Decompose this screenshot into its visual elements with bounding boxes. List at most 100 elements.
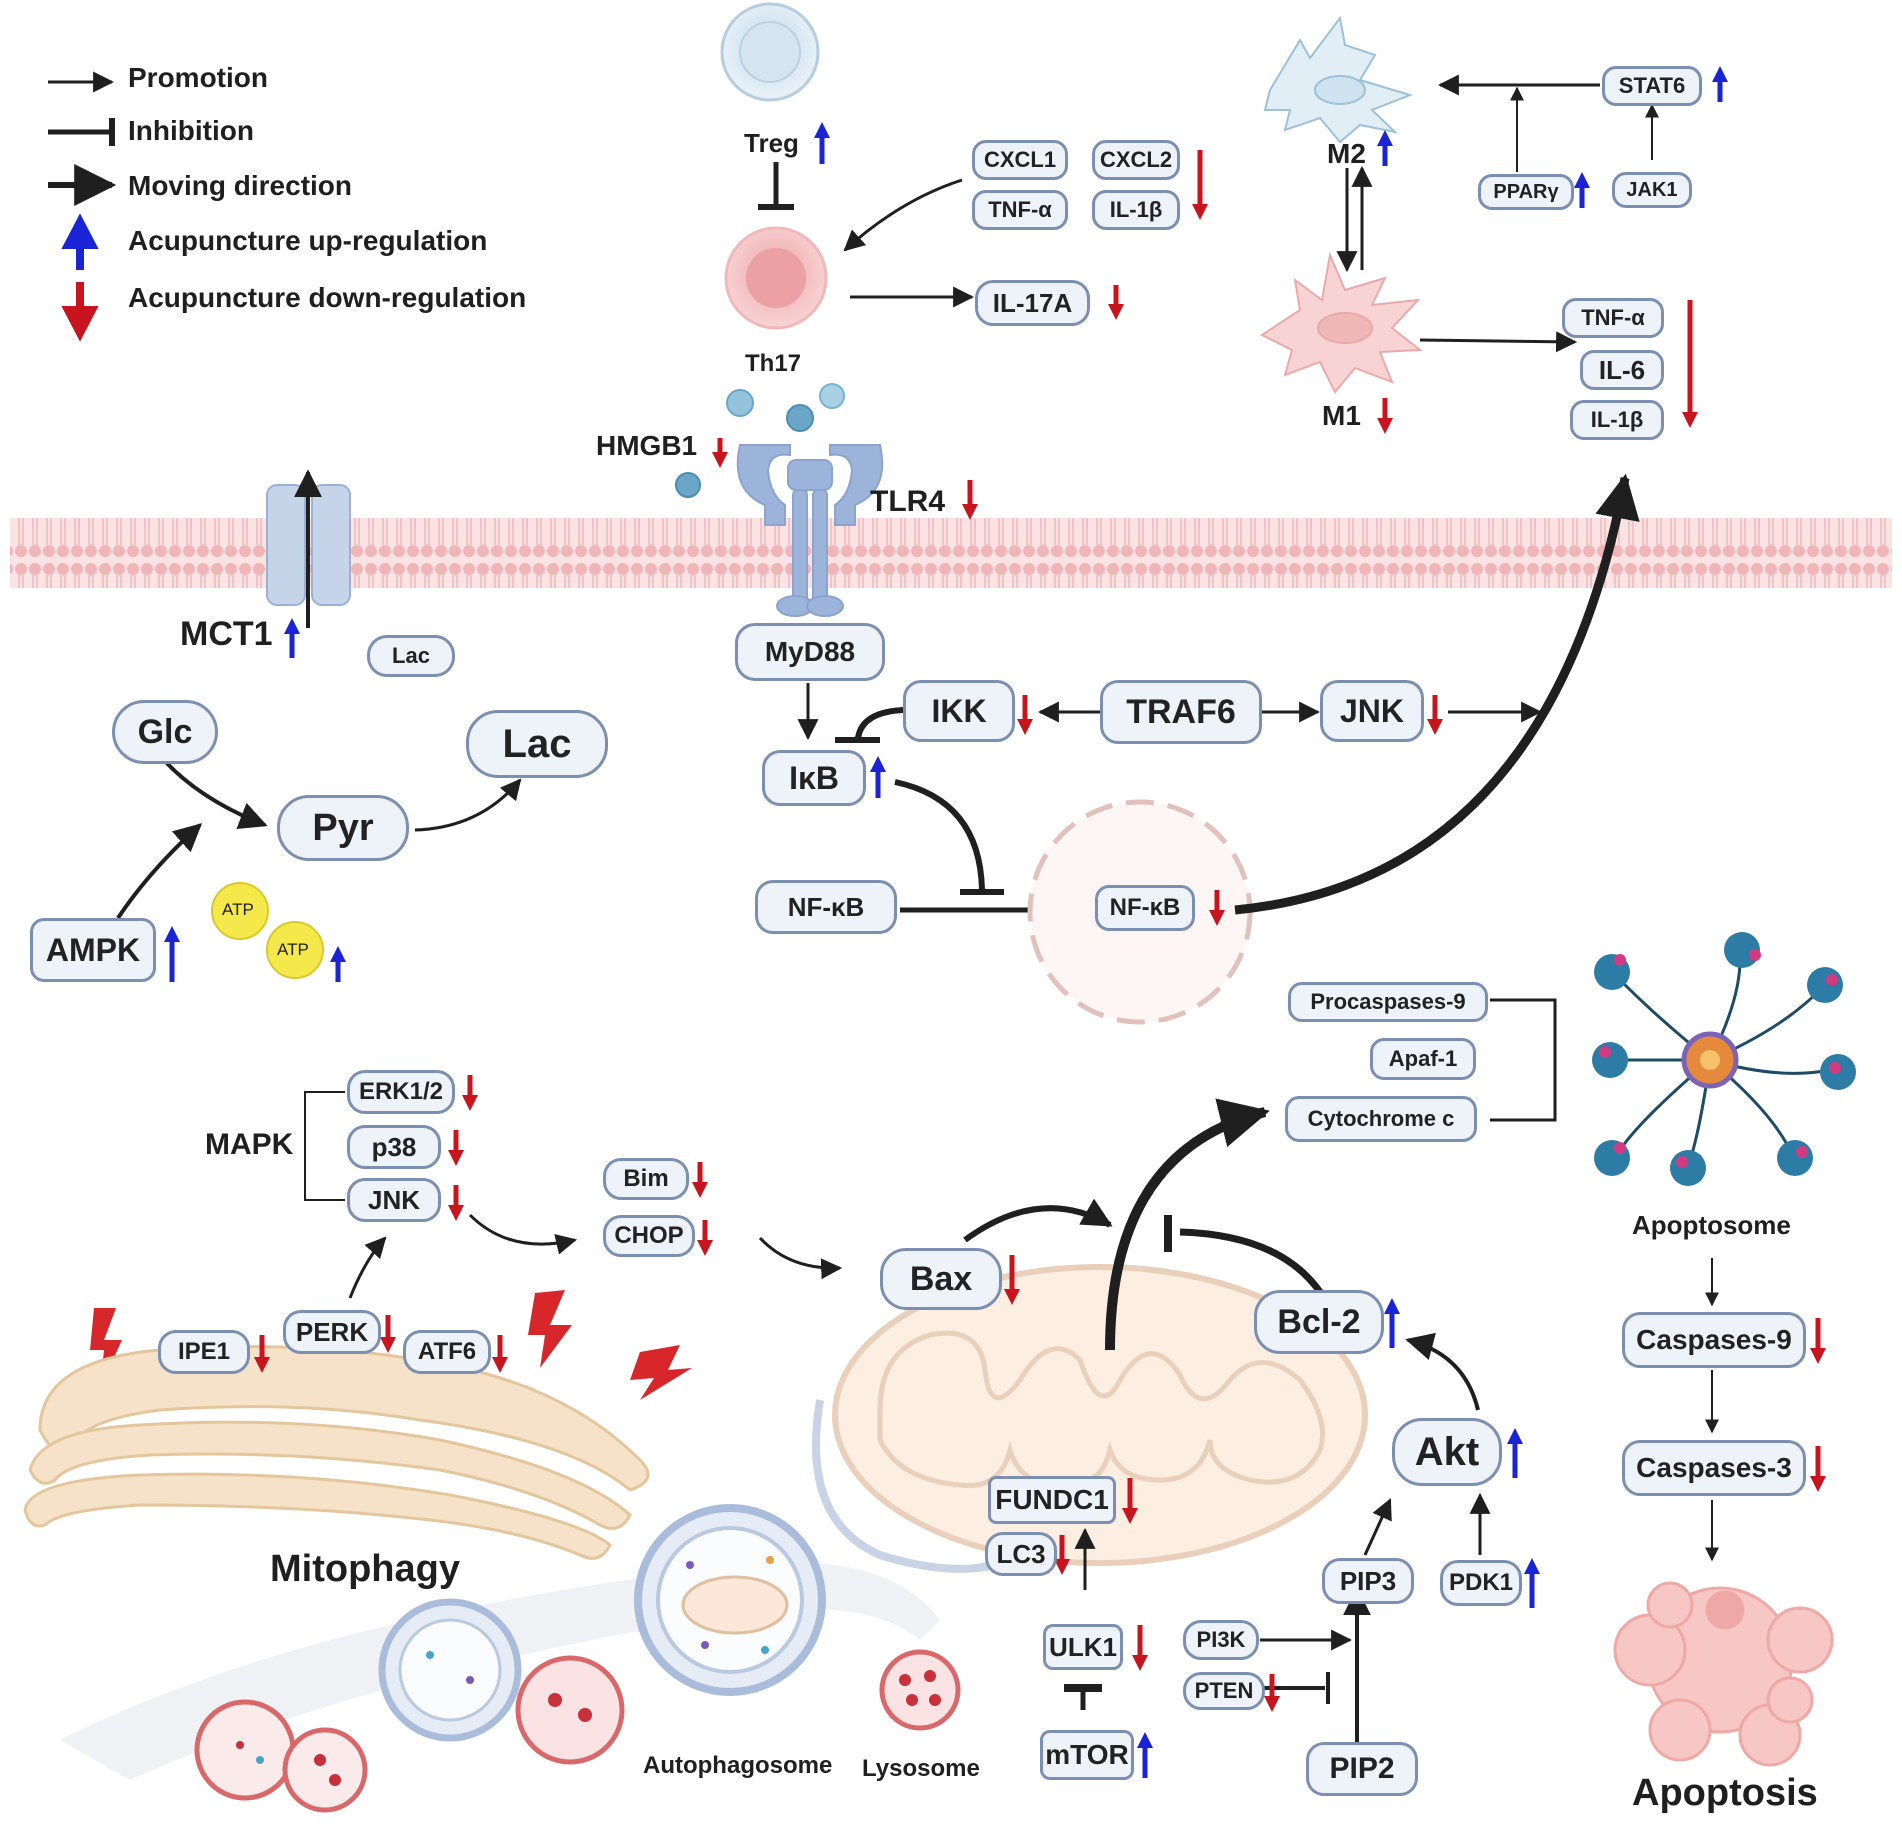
lc3-node: LC3 bbox=[985, 1532, 1057, 1576]
cxcl1-node: CXCL1 bbox=[972, 140, 1068, 180]
lac-node: Lac bbox=[466, 710, 608, 778]
ipe1-node: IPE1 bbox=[158, 1330, 250, 1374]
erk-node: ERK1/2 bbox=[347, 1070, 455, 1114]
pten-node: PTEN bbox=[1183, 1672, 1265, 1710]
ampk-up-arrow bbox=[164, 926, 180, 982]
ppar-gamma-node: PPARγ bbox=[1478, 174, 1574, 210]
ulk1-node: ULK1 bbox=[1043, 1624, 1123, 1670]
stress-bolts bbox=[90, 1290, 692, 1400]
m1-label: M1 bbox=[1322, 400, 1361, 431]
p38-down-arrow bbox=[448, 1130, 464, 1166]
pip2-node: PIP2 bbox=[1306, 1742, 1418, 1796]
atf6-node: ATF6 bbox=[403, 1330, 491, 1374]
bcl2-up-arrow bbox=[1384, 1298, 1400, 1348]
stat6-up-arrow bbox=[1712, 66, 1728, 102]
tlr4-label: TLR4 bbox=[870, 485, 945, 518]
m2-label: M2 bbox=[1327, 138, 1366, 169]
bim-down-arrow bbox=[692, 1162, 708, 1198]
tlr4-receptor bbox=[736, 444, 884, 617]
p38-node: p38 bbox=[347, 1125, 441, 1169]
mtor-up-arrow bbox=[1137, 1732, 1153, 1778]
m1-tnf-alpha-node: TNF-α bbox=[1562, 298, 1664, 338]
chop-node: CHOP bbox=[603, 1215, 695, 1257]
tnf-alpha-node: TNF-α bbox=[972, 190, 1068, 230]
erk-down-arrow bbox=[462, 1075, 478, 1111]
bax-down-arrow bbox=[1004, 1255, 1020, 1305]
mitophagy-label: Mitophagy bbox=[270, 1548, 460, 1590]
legend-up-regulation: Acupuncture up-regulation bbox=[128, 225, 488, 256]
akt-up-arrow bbox=[1507, 1428, 1523, 1478]
pip3-node: PIP3 bbox=[1322, 1558, 1414, 1604]
il6-node: IL-6 bbox=[1580, 350, 1664, 390]
legend-inhibition: Inhibition bbox=[128, 115, 254, 146]
m1-down-arrow bbox=[1377, 398, 1393, 434]
jak1-node: JAK1 bbox=[1612, 172, 1692, 208]
stat6-node: STAT6 bbox=[1602, 66, 1702, 106]
autolysosome-mid bbox=[378, 1598, 625, 1765]
casp3-down-arrow bbox=[1810, 1446, 1826, 1492]
autophagosome bbox=[634, 1504, 826, 1696]
bim-node: Bim bbox=[603, 1158, 689, 1200]
bax-node: Bax bbox=[880, 1248, 1002, 1310]
mtor-node: mTOR bbox=[1040, 1730, 1134, 1780]
autophagosome-label: Autophagosome bbox=[643, 1752, 833, 1779]
jnk-down-arrow bbox=[1427, 695, 1443, 735]
m2-macrophage bbox=[1263, 15, 1414, 144]
m1-il1b-node: IL-1β bbox=[1570, 400, 1664, 440]
ikk-down-arrow bbox=[1017, 695, 1033, 735]
cxcl2-node: CXCL2 bbox=[1092, 140, 1180, 180]
jnk-node: JNK bbox=[1320, 680, 1424, 742]
er-jnk-node: JNK bbox=[347, 1178, 441, 1222]
nfkb-node: NF-κB bbox=[755, 880, 897, 934]
atp-up-arrow bbox=[330, 946, 346, 982]
legend-down-regulation: Acupuncture down-regulation bbox=[128, 282, 527, 313]
glc-node: Glc bbox=[112, 700, 218, 764]
ikb-up-arrow bbox=[870, 756, 886, 798]
myd88-node: MyD88 bbox=[735, 623, 885, 681]
caspase9-node: Caspases-9 bbox=[1622, 1312, 1806, 1368]
bcl2-node: Bcl-2 bbox=[1254, 1290, 1384, 1354]
chop-down-arrow bbox=[697, 1220, 713, 1256]
ikk-node: IKK bbox=[903, 680, 1015, 742]
ampk-node: AMPK bbox=[30, 918, 156, 982]
il17a-down-arrow bbox=[1108, 285, 1124, 320]
treg-cell bbox=[720, 2, 820, 102]
pi3k-node: PI3K bbox=[1183, 1620, 1259, 1660]
endoplasmic-reticulum bbox=[23, 1345, 650, 1560]
cytochrome-c-node: Cytochrome c bbox=[1285, 1096, 1477, 1142]
atf6-down-arrow bbox=[492, 1335, 508, 1373]
legend-promotion: Promotion bbox=[128, 62, 268, 93]
mct1-transporter bbox=[266, 469, 351, 628]
apoptosome-label: Apoptosome bbox=[1632, 1210, 1791, 1240]
caspase3-node: Caspases-3 bbox=[1622, 1440, 1806, 1496]
mct1-label: MCT1 bbox=[180, 615, 273, 653]
atp-label-2: ATP bbox=[277, 940, 309, 959]
er-jnk-down-arrow bbox=[448, 1185, 464, 1221]
treg-label: Treg bbox=[744, 128, 799, 158]
il1b-node: IL-1β bbox=[1092, 190, 1180, 230]
lac-small-node: Lac bbox=[367, 635, 455, 677]
legend-graphics bbox=[48, 71, 117, 342]
th17-cell bbox=[724, 226, 828, 330]
apoptosis-label: Apoptosis bbox=[1632, 1772, 1818, 1814]
il17a-node: IL-17A bbox=[975, 280, 1090, 326]
ipe1-down-arrow bbox=[254, 1335, 270, 1373]
m1-cytokine-down-arrow bbox=[1682, 300, 1698, 428]
perk-node: PERK bbox=[283, 1310, 381, 1354]
m2-up-arrow bbox=[1377, 130, 1393, 166]
apaf1-node: Apaf-1 bbox=[1370, 1038, 1476, 1080]
casp9-down-arrow bbox=[1810, 1318, 1826, 1364]
lc3-down-arrow bbox=[1054, 1535, 1070, 1575]
cxcl-down-arrow bbox=[1192, 150, 1208, 220]
pten-down-arrow bbox=[1264, 1674, 1280, 1712]
hmgb1-label: HMGB1 bbox=[596, 430, 698, 461]
apoptotic-cell bbox=[1613, 1581, 1834, 1767]
procaspase9-node: Procaspases-9 bbox=[1288, 982, 1488, 1022]
tlr4-down-arrow bbox=[962, 480, 978, 520]
th17-label: Th17 bbox=[745, 350, 802, 377]
fundc1-node: FUNDC1 bbox=[988, 1476, 1116, 1524]
legend-moving-direction: Moving direction bbox=[128, 170, 352, 201]
treg-up-arrow bbox=[814, 122, 830, 164]
ulk1-down-arrow bbox=[1132, 1625, 1148, 1671]
